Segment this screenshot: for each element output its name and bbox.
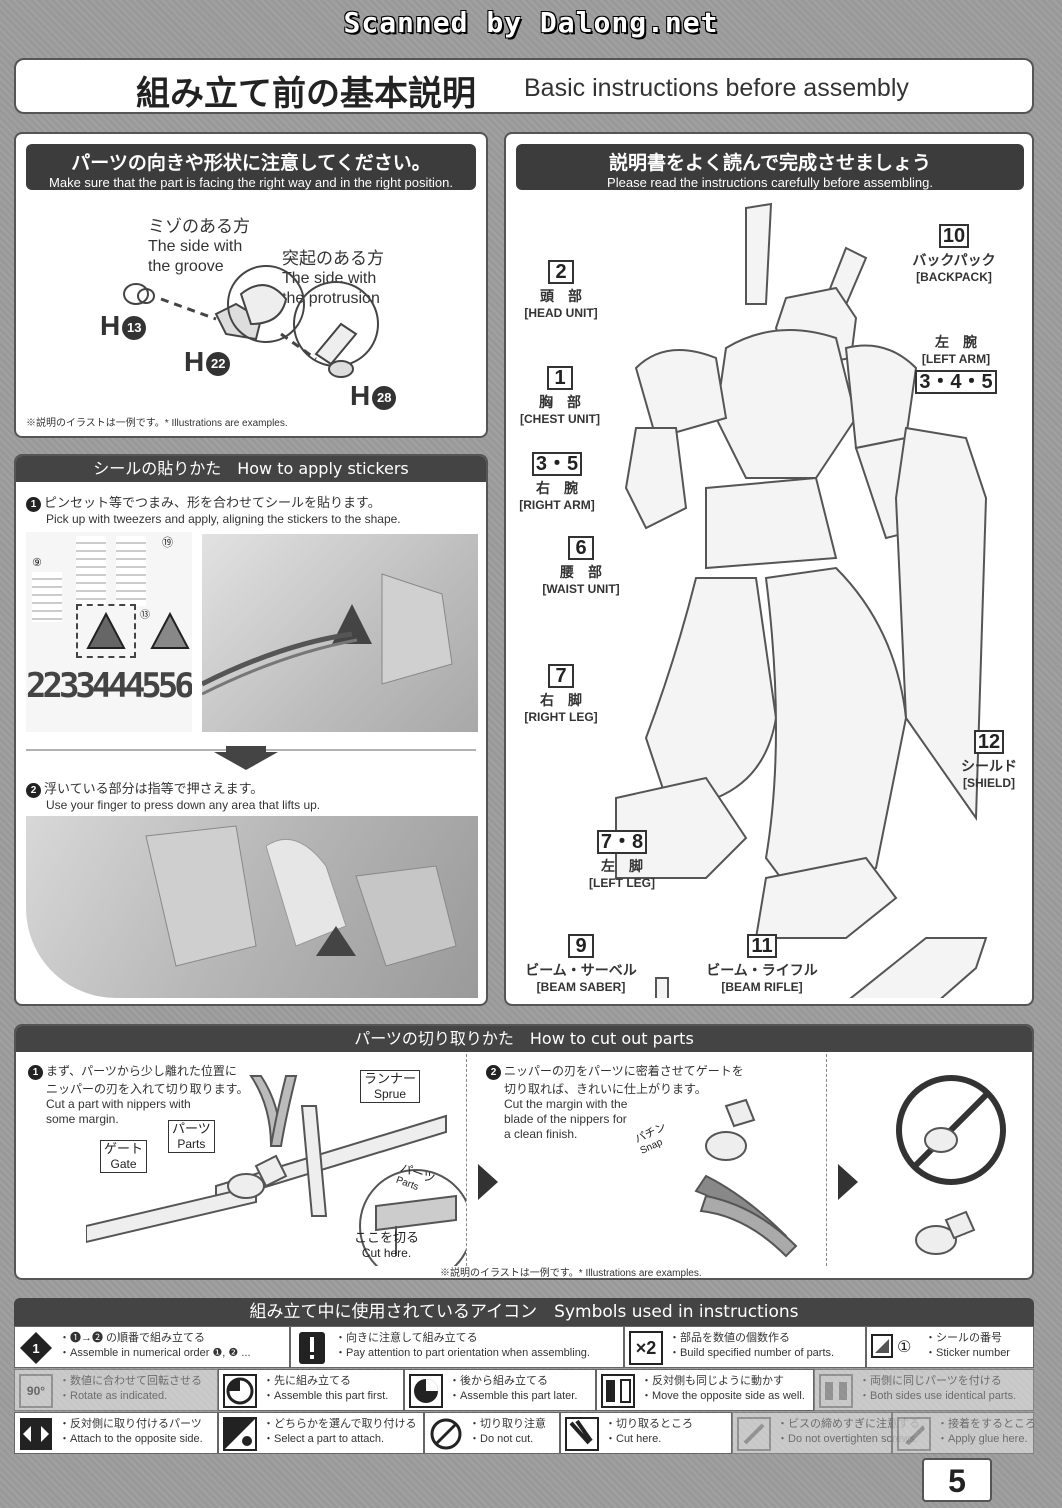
orientation-note: ※説明のイラストは一例です。* Illustrations are exampl… (26, 418, 288, 429)
sticker-photo-finger (26, 816, 478, 998)
identical-parts-icon (819, 1374, 853, 1408)
opposite-side-icon (19, 1417, 53, 1451)
sticker-sheet: ⑨ ⑲ ⑬ 2233444556 (26, 532, 192, 732)
symbol-select-part: ・どちらかを選んで取り付ける・Select a part to attach. (218, 1412, 424, 1454)
symbol-do-not-cut: ・切り取り注意・Do not cut. (424, 1412, 560, 1454)
mecha-illustration (615, 202, 988, 998)
symbol-identical-parts: ・両側に同じパーツを付ける・Both sides use identical p… (814, 1369, 1034, 1411)
symbol-sticker-number: ①・シールの番号・Sticker number (866, 1326, 1034, 1368)
groove-label: ミゾのある方 The side with the groove (148, 217, 250, 275)
symbol-quantity: ×2・部品を数値の個数作る・Build specified number of … (624, 1326, 866, 1368)
symbols-header: 組み立て中に使用されているアイコン Symbols used in instru… (14, 1298, 1034, 1326)
cut-note: ※説明のイラストは一例です。* Illustrations are exampl… (440, 1268, 702, 1279)
numbered-diamond-icon: 1 (19, 1331, 53, 1365)
exclamation-icon (295, 1331, 329, 1365)
rotate-icon: 90° (19, 1374, 53, 1408)
symbol-attach-opposite: ・反対側に取り付けるパーツ・Attach to the opposite sid… (14, 1412, 218, 1454)
sticker-header: シールの貼りかた How to apply stickers (16, 456, 486, 482)
assembly-overview-header: 説明書をよく読んで完成させましょう Please read the instru… (516, 144, 1024, 190)
first-circle-icon (223, 1374, 257, 1408)
orientation-illustration (123, 265, 379, 378)
symbol-assemble-first: ・先に組み立てる・Assemble this part first. (218, 1369, 404, 1411)
no-cut-icon (429, 1417, 463, 1451)
symbol-assemble-later: ・後から組み立てる・Assemble this part later. (404, 1369, 596, 1411)
symbols-grid: 1・❶→❷ の順番で組み立てる・Assemble in numerical or… (14, 1326, 1036, 1454)
page-title-jp: 組み立て前の基本説明 (136, 74, 476, 114)
sticker-icon: ① (871, 1331, 921, 1365)
symbol-cut-here: ・切り取るところ・Cut here. (560, 1412, 732, 1454)
symbol-rotate: 90°・数値に合わせて回転させる・Rotate as indicated. (14, 1369, 218, 1411)
symbol-screws: ・ビスの締めすぎに注意する・Do not overtighten screws. (732, 1412, 920, 1454)
svg-text:1: 1 (32, 1341, 39, 1356)
multiply-two-icon: ×2 (629, 1331, 663, 1365)
step-arrow (26, 746, 476, 770)
arrow-1 (478, 1164, 498, 1200)
select-icon (223, 1417, 257, 1451)
sticker-numbers: 2233444556 (26, 666, 192, 706)
assembly-overview-panel: 説明書をよく読んで完成させましょう Please read the instru… (504, 132, 1034, 1006)
part-left-arm: 左 腕[LEFT ARM]3・4・5 (902, 330, 1010, 394)
glue-icon (897, 1417, 931, 1451)
mirror-move-icon (601, 1374, 635, 1408)
symbol-orientation: ・向きに注意して組み立てる・Pay attention to part orie… (290, 1326, 624, 1368)
cut-step-1-illustration (86, 1075, 466, 1266)
cut-step-2-illustration (694, 1098, 798, 1258)
page-title-en: Basic instructions before assembly (524, 74, 909, 102)
nippers-icon (565, 1417, 599, 1451)
orientation-header: パーツの向きや形状に注意してください。 Make sure that the p… (26, 144, 476, 190)
symbol-move-opposite: ・反対側も同じように動かす・Move the opposite side as … (596, 1369, 814, 1411)
watermark: Scanned by Dalong.net (343, 6, 719, 39)
symbol-numerical-order: 1・❶→❷ の順番で組み立てる・Assemble in numerical or… (14, 1326, 290, 1368)
symbol-glue: ・接着をするところ・Apply glue here. (892, 1412, 1036, 1454)
cut-parts-header: パーツの切り取りかた How to cut out parts (16, 1026, 1032, 1052)
screw-icon (737, 1417, 771, 1451)
sticker-photo-tweezers (200, 534, 478, 732)
later-circle-icon (409, 1374, 443, 1408)
page-title-bar: 組み立て前の基本説明 Basic instructions before ass… (14, 58, 1034, 114)
orientation-panel: パーツの向きや形状に注意してください。 Make sure that the p… (14, 132, 488, 438)
page-number: 5 (922, 1458, 992, 1502)
arrow-2 (838, 1164, 858, 1200)
do-not-cut-illustration (896, 1075, 1006, 1255)
